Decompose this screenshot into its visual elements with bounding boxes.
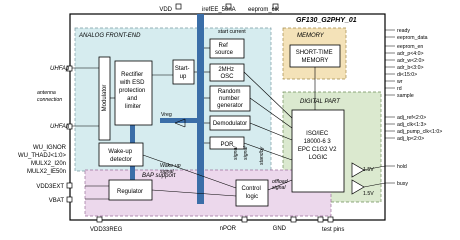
- vbat-pad: [66, 196, 73, 203]
- vdd3ext-label: VDD3EXT: [36, 184, 64, 190]
- vr-label: 1.5V: [363, 167, 374, 173]
- uhfan-label: UHFAn: [50, 124, 70, 130]
- pin-adr-p: adr_p<4:0>: [397, 51, 424, 57]
- pin-ready: ready: [397, 28, 410, 34]
- vbat-label: VBAT: [49, 198, 65, 204]
- digital-logic-label: ISO/IEC 18000-6 3 EPC C1G2 V2 LOGIC: [298, 131, 338, 161]
- memory-box-label: SHORT-TIME MEMORY: [296, 50, 335, 64]
- bottom-pins: [96, 216, 334, 223]
- demodulator-label: Demodulator: [213, 121, 247, 127]
- mulx2-ie-label: MULX2_IE50n: [27, 169, 66, 175]
- eeprom-clk-pin-label: eeprom_clk: [248, 7, 280, 13]
- pin-rd: rd: [397, 86, 402, 92]
- npor-label: nPOR: [220, 226, 237, 232]
- pin-adj-ref: adj_ref<2:0>: [397, 115, 426, 121]
- afe-label: ANALOG FRONT-END: [78, 33, 141, 39]
- pin-eeprom-en: eeprom_en: [397, 44, 423, 50]
- chip-title: GF130_G2PHY_01: [296, 17, 357, 24]
- rectifier-label: Rectifier with ESD protection and limite…: [119, 72, 147, 110]
- pin-adj-pump-clk: adj_pump_clk<1:0>: [397, 129, 442, 135]
- wu-thadj-label: WU_THADJ<1:0>: [18, 153, 67, 159]
- standby-label: standby: [259, 146, 265, 165]
- startup-block: [172, 59, 195, 85]
- rng-block: [209, 85, 251, 112]
- ref-source-block: [209, 38, 245, 59]
- por-label: POR: [220, 142, 234, 148]
- vr2-label: 1.5V: [363, 191, 374, 197]
- control-logic-block: [235, 179, 269, 207]
- osc-label: 2MHz OSC: [218, 67, 235, 80]
- test-pad-1: [317, 216, 324, 223]
- uhfap-label: UHFAp: [50, 66, 70, 72]
- gnd-pad: [290, 216, 297, 223]
- vdd-bus: [197, 14, 204, 204]
- offload-signal-label: offload signal: [272, 179, 289, 191]
- vreg-bus: [160, 118, 200, 123]
- gnd-label: GND: [273, 226, 287, 232]
- control-logic-label: Control logic: [241, 186, 262, 200]
- digital-label: DIGITAL PART: [300, 99, 341, 105]
- pin-hold: hold: [397, 164, 407, 170]
- left-pins: [66, 65, 73, 203]
- digital-logic-box: [291, 109, 345, 193]
- vdd-pin-label: VDD: [159, 7, 172, 13]
- hold-buffer-icon: [351, 162, 365, 178]
- pin-di: di<15:0>: [397, 72, 417, 78]
- uhfan-pad: [66, 123, 73, 130]
- pin-adr-w: adr_w<2:0>: [397, 58, 424, 64]
- wu-ignor-label: WU_IGNOR: [33, 145, 67, 151]
- vdd-pad: [175, 3, 182, 10]
- pin-sample: sample: [397, 93, 414, 99]
- vdd33reg-label: VDD33REG: [90, 227, 123, 233]
- eeprom-clk-pad: [272, 3, 279, 10]
- signal-b-label: signal: [243, 146, 249, 160]
- npor-pad: [241, 216, 248, 223]
- vdd33reg-pad: [96, 216, 103, 223]
- test-pad-2: [327, 216, 334, 223]
- iref-pad: [225, 3, 232, 10]
- wakeup-block: [98, 142, 144, 167]
- pin-busy: busy: [397, 181, 408, 187]
- pin-adr-b: adr_b<3:0>: [397, 65, 424, 71]
- right-pin-labels: ready eeprom_data eeprom_en adr_p<4:0> a…: [397, 28, 442, 187]
- wiring: [70, 47, 316, 200]
- block-diagram: ANALOG FRONT-END MEMORY DIGITAL PART BAP…: [18, 3, 442, 233]
- pin-adj-clk: adj_clk<1:3>: [397, 122, 426, 128]
- osc-block: [209, 63, 245, 82]
- start-current-label: start current: [218, 29, 246, 35]
- vreg-label: Vreg: [161, 112, 172, 118]
- memory-label: MEMORY: [297, 33, 325, 39]
- busy-buffer-icon: [351, 179, 365, 195]
- signal-a-label: signal: [233, 146, 239, 160]
- bap-region: [84, 169, 332, 217]
- mulx2-label: MULX2_I20n: [31, 161, 66, 167]
- right-pin-stubs: [385, 29, 395, 184]
- pin-adj-lp: adj_lp<2:0>: [397, 136, 424, 142]
- test-pins-label: test pins: [322, 227, 344, 233]
- uhfap-pad: [66, 65, 73, 72]
- pin-wr: wr: [397, 79, 403, 85]
- wakeup-label: Wake-up detector: [108, 149, 133, 163]
- pin-eeprom-data: eeprom_data: [397, 35, 428, 41]
- ref-source-label: Ref source: [215, 43, 234, 56]
- modulator-label: Modulator: [102, 85, 108, 112]
- startup-label: Start- up: [175, 66, 191, 80]
- regulator-label: Regulator: [117, 189, 143, 195]
- rectifier-block: [114, 60, 153, 126]
- vdd3ext-pad: [66, 182, 73, 189]
- iref-pin-label: irefEE_50nA: [202, 7, 236, 13]
- antenna-label: antenna connection: [37, 90, 62, 103]
- bap-label: BAP support: [142, 173, 176, 179]
- modulator-block: [98, 56, 111, 141]
- rng-label: Random number generator: [217, 89, 243, 109]
- wakeup-signal-label: Wake-up signal: [160, 163, 182, 175]
